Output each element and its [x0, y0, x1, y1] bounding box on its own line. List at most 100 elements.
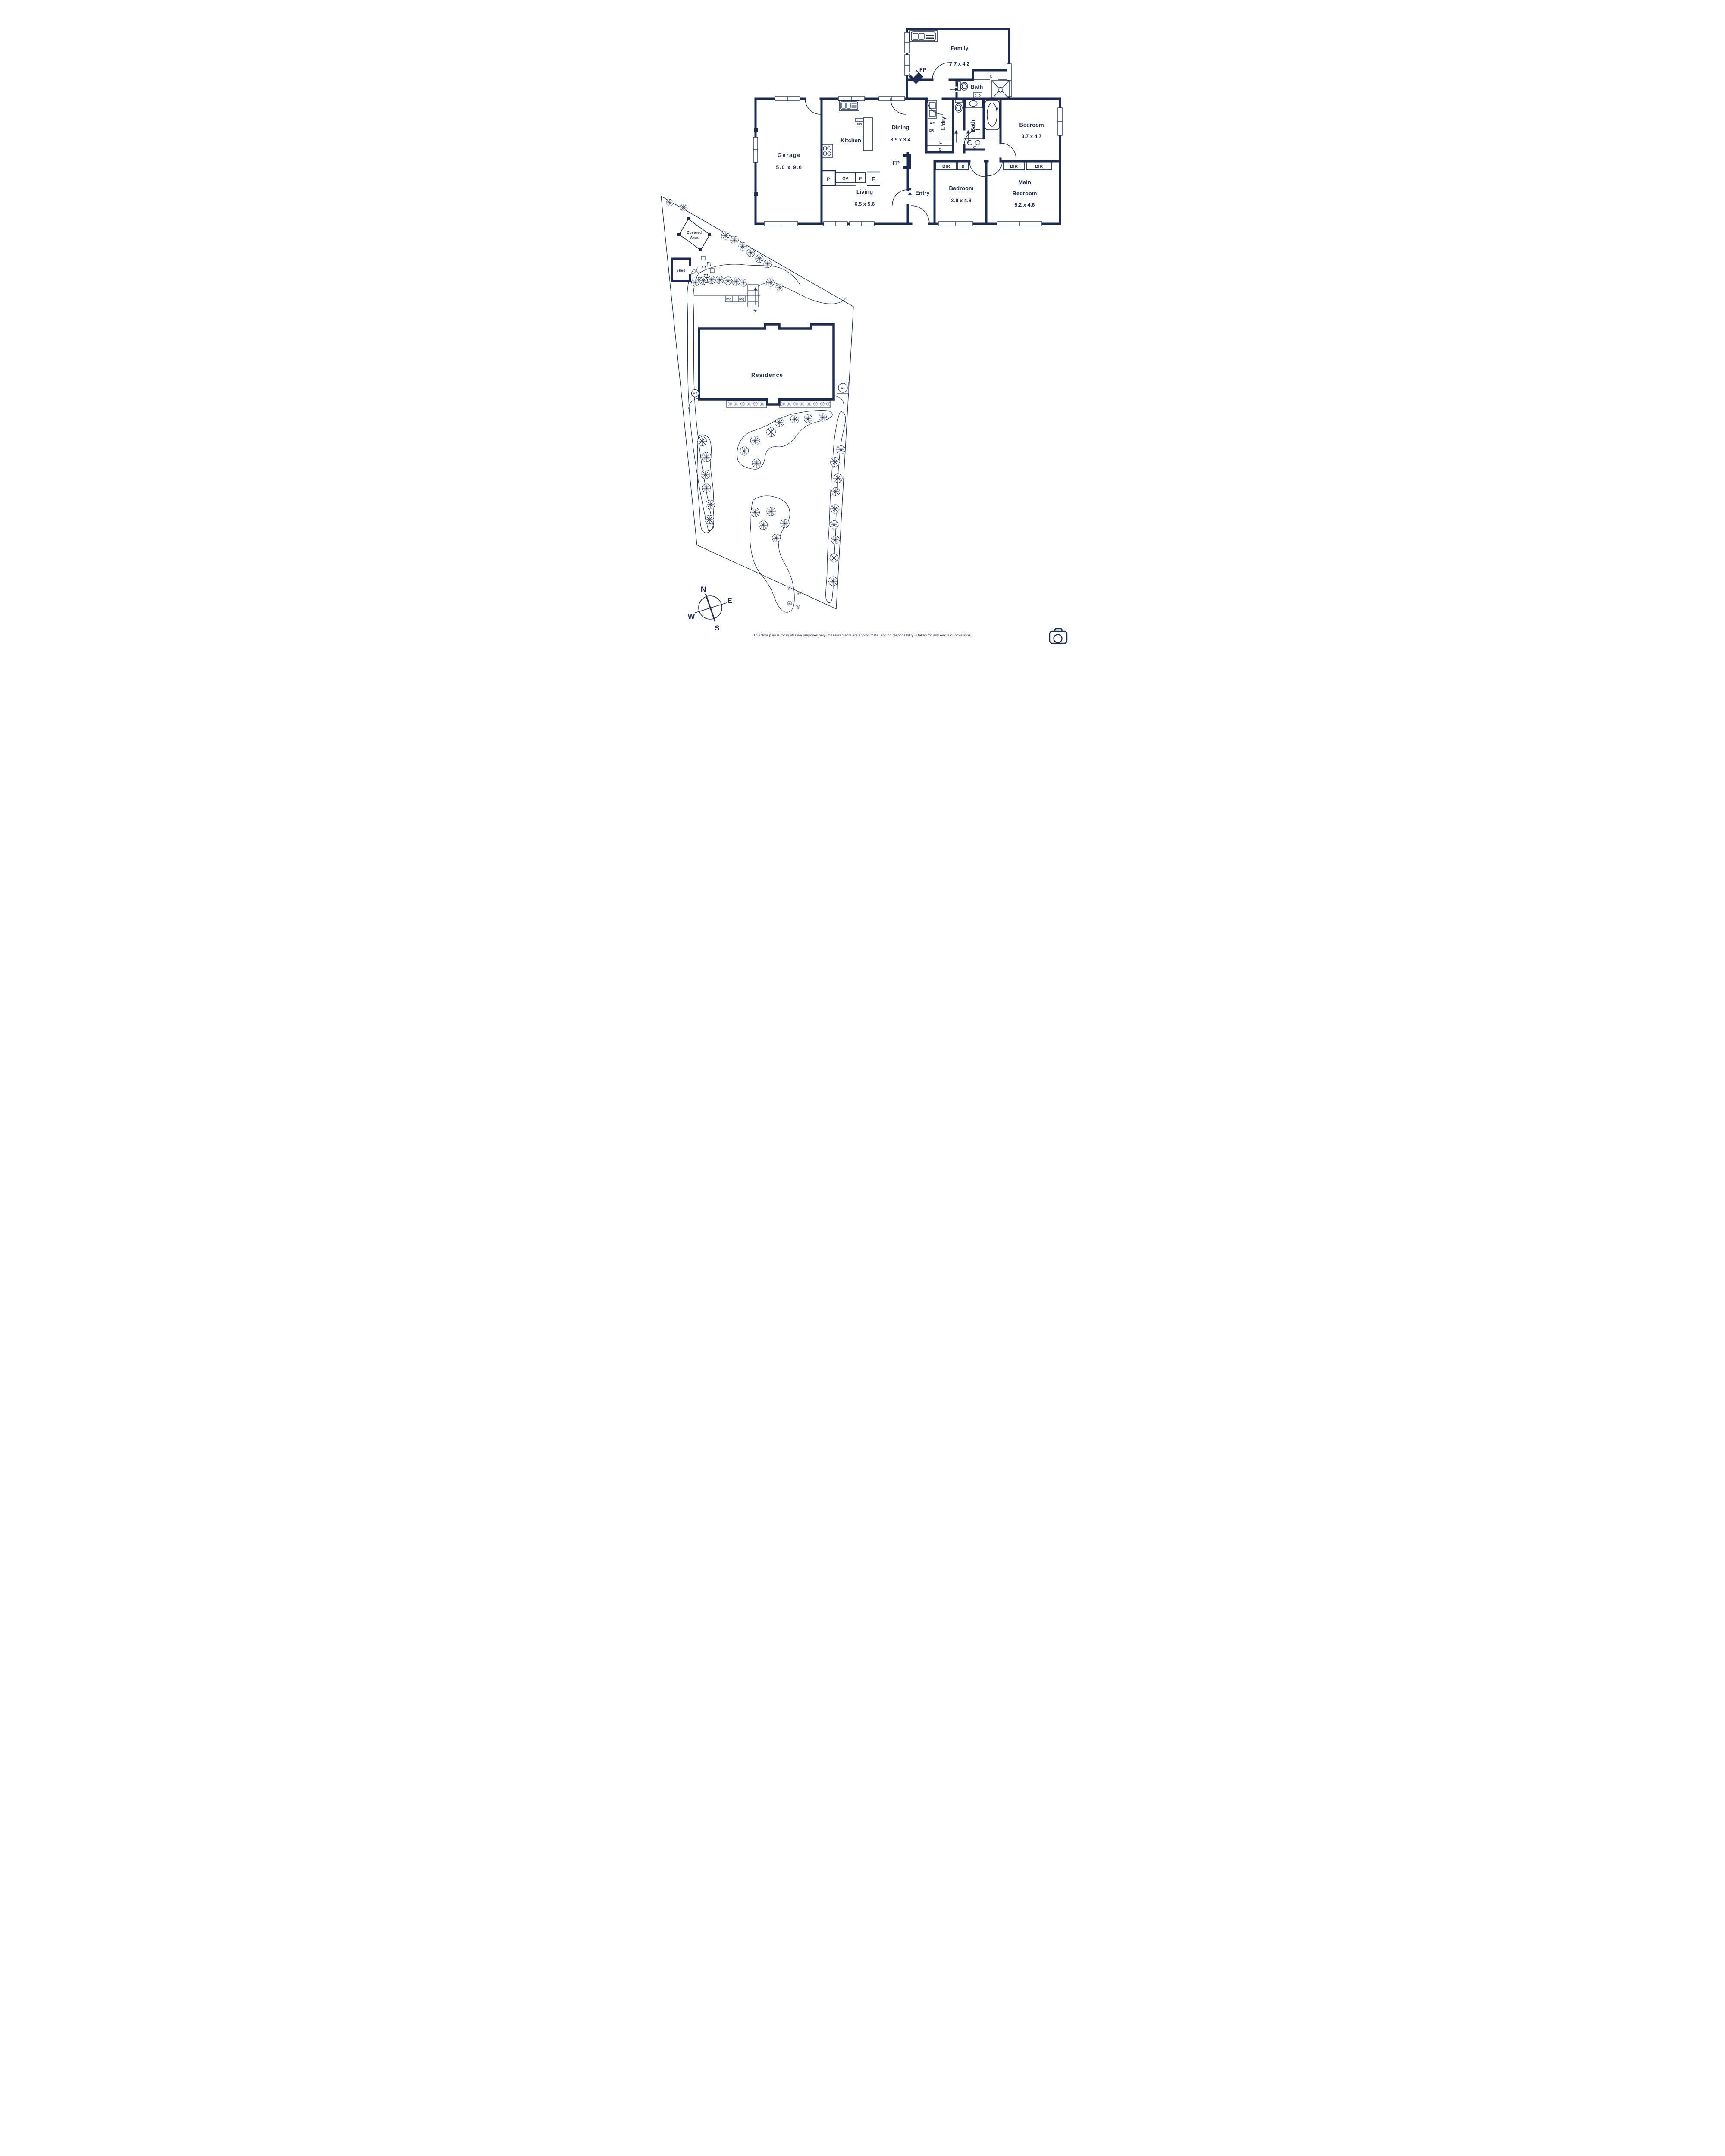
- pantry2-box: [855, 172, 866, 183]
- basin-icon: [975, 140, 981, 146]
- window: [753, 137, 758, 163]
- wall-pilasters: [754, 128, 758, 196]
- label-bir: BIR: [1035, 164, 1043, 169]
- room-name-garage: Garage: [778, 152, 801, 158]
- basin-icon: [973, 92, 982, 99]
- door-bedroom-front: [969, 161, 985, 177]
- doors: [805, 62, 1016, 224]
- door-laundry: [927, 98, 943, 115]
- label-closet: C: [990, 74, 993, 79]
- room-name-kitchen: Kitchen: [841, 137, 861, 144]
- window: [878, 96, 905, 101]
- door-residence-left: [688, 398, 699, 409]
- room-name-entry: Entry: [915, 190, 930, 196]
- door-residence-right: [833, 395, 844, 407]
- window: [938, 221, 973, 226]
- label-dr: DR: [929, 129, 934, 132]
- driveway-path: [687, 270, 714, 532]
- label-bbq: BBQ: [726, 298, 731, 301]
- room-dims-dining: 3.9 x 3.4: [891, 137, 911, 143]
- label-bath-b: B: [996, 107, 999, 112]
- room-dims-garage: 5.0 x 9.6: [776, 164, 802, 170]
- label-bir: BIR: [1010, 164, 1018, 169]
- label-wt: W.T: [693, 392, 697, 395]
- label-closet: C: [939, 147, 942, 152]
- vanity-basin: [969, 100, 978, 107]
- flow-arrows: [908, 87, 970, 200]
- door-dining-family: [890, 98, 906, 115]
- window: [823, 221, 848, 226]
- sink-icon: [909, 30, 938, 42]
- window: [1057, 107, 1063, 136]
- bbq-area: BBQ BBQ: [725, 295, 746, 302]
- site-plan: Covered Area Shed: [661, 195, 854, 613]
- label-linen: L: [939, 140, 942, 145]
- label-covered-area-2: Area: [690, 236, 699, 240]
- stairs: Up: [747, 284, 759, 312]
- shed: Shed: [671, 257, 698, 282]
- door-main-bedroom: [987, 161, 1003, 176]
- label-shed: Shed: [676, 269, 685, 273]
- basin-bowl: [975, 93, 981, 98]
- room-name-main-1: Main: [1018, 179, 1031, 185]
- water-tank-left: W.T: [691, 389, 699, 398]
- label-bir: BIR: [942, 164, 950, 169]
- room-dims-living: 6.5 x 5.6: [855, 201, 875, 207]
- robe-boxes: [935, 161, 1052, 170]
- fireplace-corner-icon: [909, 68, 923, 84]
- label-residence: Residence: [751, 372, 783, 378]
- window: [764, 221, 798, 226]
- fixtures: [821, 30, 1010, 186]
- room-dims-bedroom-rear: 3.7 x 4.7: [1022, 133, 1042, 139]
- room-name-living: Living: [856, 188, 873, 195]
- bathtub-icon: [985, 100, 1000, 130]
- label-bbq: BBQ: [739, 298, 744, 301]
- floor-plan: Family 7.7 x 4.2 Garage 5.0 x 9.6 Kitche…: [753, 28, 1063, 226]
- label-pantry: P: [827, 177, 830, 182]
- label-fp-family: FP: [919, 67, 926, 73]
- door-bedroom-rear: [1000, 143, 1016, 159]
- label-fridge: F: [872, 176, 875, 182]
- label-b: B: [962, 164, 965, 169]
- room-name-bedroom-rear: Bedroom: [1019, 122, 1044, 128]
- residence: Residence W.T W.T: [688, 323, 849, 409]
- room-name-family: Family: [950, 45, 969, 51]
- room-dims-family: 7.7 x 4.2: [950, 61, 970, 67]
- fridge-recess: [867, 171, 880, 186]
- door-family: [932, 62, 950, 80]
- room-name-bedroom-front: Bedroom: [949, 185, 973, 191]
- room-name-dining: Dining: [892, 124, 909, 131]
- toilet-icon: [955, 100, 963, 113]
- island-bench: [863, 117, 873, 151]
- window: [849, 221, 875, 226]
- room-name-main-2: Bedroom: [1012, 190, 1037, 197]
- vanity-box: [965, 99, 983, 108]
- window: [775, 96, 800, 101]
- thin-lines: [821, 79, 1010, 186]
- label-dw: DW: [857, 123, 862, 126]
- room-name-laundry: L'dry: [940, 116, 947, 130]
- compass-s: S: [715, 624, 719, 632]
- label-pantry2: P: [859, 176, 862, 181]
- room-dims-bedroom-front: 3.9 x 4.6: [951, 197, 972, 204]
- label-closet: C: [973, 145, 976, 150]
- label-wm: WM: [930, 122, 935, 125]
- washer-dryer-icon: [928, 100, 937, 119]
- door-external-kitchen: [805, 98, 821, 115]
- compass-w: W: [688, 613, 695, 621]
- sink-icon: [839, 100, 859, 111]
- door-bath2: [964, 129, 980, 145]
- label-wt: W.T: [841, 387, 845, 390]
- covered-area: Covered Area: [677, 217, 711, 251]
- footer-disclaimer: This floor plan is for illustrative purp…: [753, 633, 972, 637]
- lot-boundary: [661, 195, 854, 609]
- room-name-bath2: Bath: [969, 119, 976, 132]
- compass: N E W S: [688, 585, 732, 632]
- window: [904, 54, 910, 76]
- compass-e: E: [727, 596, 732, 605]
- door-living: [892, 189, 908, 206]
- label-covered-area-1: Covered: [687, 231, 702, 235]
- door-entry: [911, 205, 930, 224]
- fireplace-icon: [903, 154, 911, 169]
- compass-n: N: [701, 585, 706, 593]
